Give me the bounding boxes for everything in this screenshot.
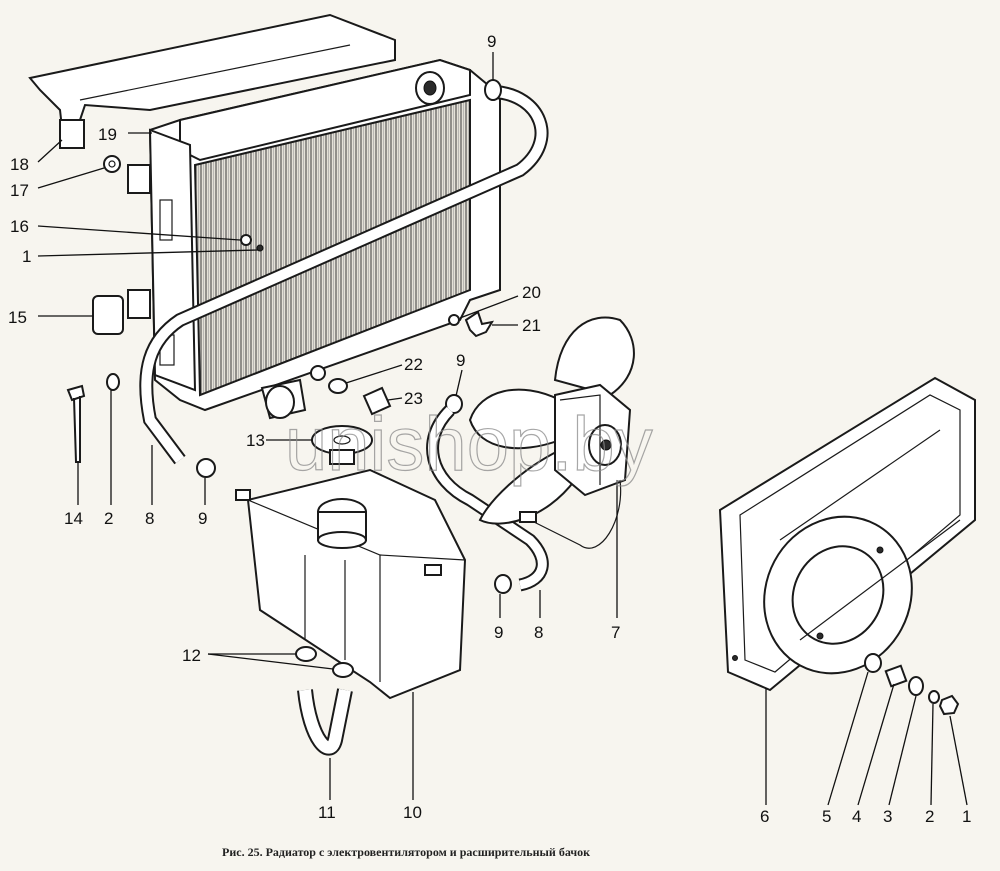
expansion-tank bbox=[235, 468, 467, 700]
drain-plug-23 bbox=[362, 386, 392, 416]
callout-13: 13 bbox=[246, 431, 265, 450]
radiator-small-parts bbox=[66, 155, 495, 465]
clamp-9-bottom bbox=[494, 574, 512, 594]
clamp-9-mid bbox=[445, 394, 463, 414]
rubber-pad-15 bbox=[92, 295, 124, 335]
callout-18: 18 bbox=[10, 155, 29, 174]
callout-9-mid: 9 bbox=[456, 351, 465, 370]
callout-17: 17 bbox=[10, 181, 29, 200]
callout-10: 10 bbox=[403, 803, 422, 822]
callout-9-bottom: 9 bbox=[494, 623, 503, 642]
fan-blade-top bbox=[553, 316, 635, 397]
wing-nut-21 bbox=[464, 310, 495, 338]
bracket-tab bbox=[59, 119, 85, 149]
gasket-22 bbox=[328, 378, 348, 394]
callout-20: 20 bbox=[522, 283, 541, 302]
callout-21: 21 bbox=[522, 316, 541, 335]
figure-caption: Рис. 25. Радиатор с электровентилятором … bbox=[222, 845, 590, 859]
fan-blade-left bbox=[468, 388, 561, 450]
tank-nipple-left bbox=[235, 489, 251, 501]
callout-2-right: 2 bbox=[925, 807, 934, 826]
callout-labels: 18 19 17 16 1 15 9 20 21 22 9 23 13 14 2… bbox=[8, 32, 971, 826]
callout-23: 23 bbox=[404, 389, 423, 408]
callout-4: 4 bbox=[852, 807, 861, 826]
clamp-12-a bbox=[295, 646, 317, 662]
bolt-14 bbox=[66, 384, 86, 463]
clamp-12-b bbox=[332, 662, 354, 678]
fan-wire bbox=[529, 479, 622, 549]
callout-1-right: 1 bbox=[962, 807, 971, 826]
mounting-bracket bbox=[28, 13, 396, 130]
washer-2-left bbox=[106, 373, 120, 391]
fan-blade-bottom bbox=[478, 448, 577, 525]
shroud-fasteners bbox=[864, 653, 960, 716]
fan-shroud bbox=[718, 376, 976, 692]
callout-2-left: 2 bbox=[104, 509, 113, 528]
callout-8-bottom: 8 bbox=[534, 623, 543, 642]
callout-7: 7 bbox=[611, 623, 620, 642]
callout-19: 19 bbox=[98, 125, 117, 144]
leader-lines bbox=[37, 52, 968, 806]
tank-body bbox=[246, 468, 467, 700]
callout-16: 16 bbox=[10, 217, 29, 236]
spacer-4 bbox=[884, 664, 908, 688]
watermark: unishop.by bbox=[285, 402, 653, 487]
callout-6: 6 bbox=[760, 807, 769, 826]
tank-nipple-right bbox=[424, 564, 442, 576]
clamp-9-top bbox=[484, 79, 502, 101]
callout-8-left: 8 bbox=[145, 509, 154, 528]
washer-20 bbox=[448, 314, 460, 326]
clamp-9-left bbox=[196, 458, 216, 478]
callout-9-left: 9 bbox=[198, 509, 207, 528]
callout-9-top: 9 bbox=[487, 32, 496, 51]
callout-3: 3 bbox=[883, 807, 892, 826]
callout-5: 5 bbox=[822, 807, 831, 826]
callout-14: 14 bbox=[64, 509, 83, 528]
callout-22: 22 bbox=[404, 355, 423, 374]
bushing-5 bbox=[864, 653, 882, 673]
washer-17 bbox=[103, 155, 121, 173]
electric-fan bbox=[468, 316, 635, 549]
washer-3 bbox=[908, 676, 924, 696]
washer-2-right bbox=[928, 690, 940, 704]
callout-15: 15 bbox=[8, 308, 27, 327]
callout-11: 11 bbox=[318, 803, 336, 822]
nut-1 bbox=[938, 694, 960, 716]
callout-12: 12 bbox=[182, 646, 201, 665]
callout-1-left: 1 bbox=[22, 247, 31, 266]
